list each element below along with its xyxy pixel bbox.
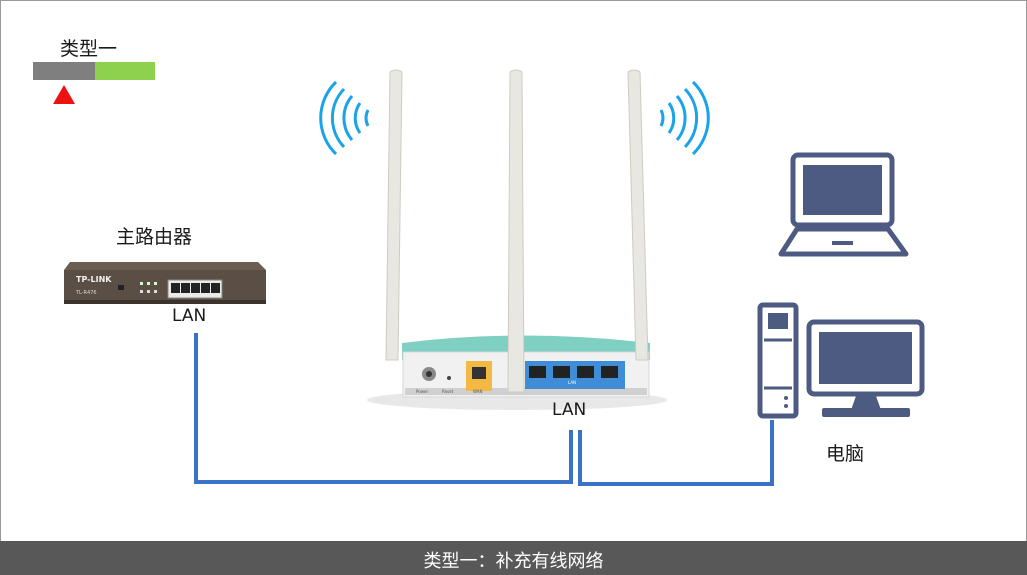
- port-label-power: Power: [416, 389, 428, 394]
- router-antennas: [385, 69, 649, 393]
- indicator-gray-segment: [33, 62, 95, 80]
- cable-router-to-pc: [578, 420, 774, 486]
- port-label-reset: Reset: [442, 389, 454, 394]
- port-label-wan: WAN: [473, 389, 482, 394]
- antenna-right: [627, 69, 649, 361]
- reset-hole: [447, 376, 451, 380]
- port-label-lan: LAN: [568, 380, 576, 385]
- wireless-router-icon: Power Reset WAN LAN: [367, 335, 667, 410]
- lan-right-label: LAN: [552, 400, 587, 420]
- caption-text: 类型一：补充有线网络: [423, 551, 604, 572]
- antenna-center: [507, 69, 525, 393]
- wifi-signal-right-icon: [659, 80, 710, 156]
- desktop-tower-icon: [757, 302, 799, 419]
- main-router-model: TL-R476: [75, 290, 97, 296]
- monitor-icon: [806, 319, 925, 417]
- pc-label: 电脑: [826, 443, 865, 465]
- wifi-signal-left-icon: [319, 80, 370, 156]
- type-title: 类型一: [60, 38, 118, 60]
- cable-main-to-router: [194, 333, 573, 484]
- main-router-label: 主路由器: [116, 226, 193, 248]
- indicator-green-segment: [95, 62, 155, 80]
- laptop-icon: [778, 152, 909, 257]
- indicator-marker-icon: [53, 85, 75, 104]
- main-router-brand: TP-LINK: [76, 275, 112, 284]
- antenna-left: [385, 69, 403, 361]
- type-indicator: [33, 62, 155, 104]
- main-router-icon: TP-LINK TL-R476: [64, 262, 266, 304]
- lan-left-label: LAN: [172, 306, 207, 326]
- ethernet-cables: [194, 333, 774, 486]
- caption-bar: 类型一：补充有线网络: [0, 541, 1027, 575]
